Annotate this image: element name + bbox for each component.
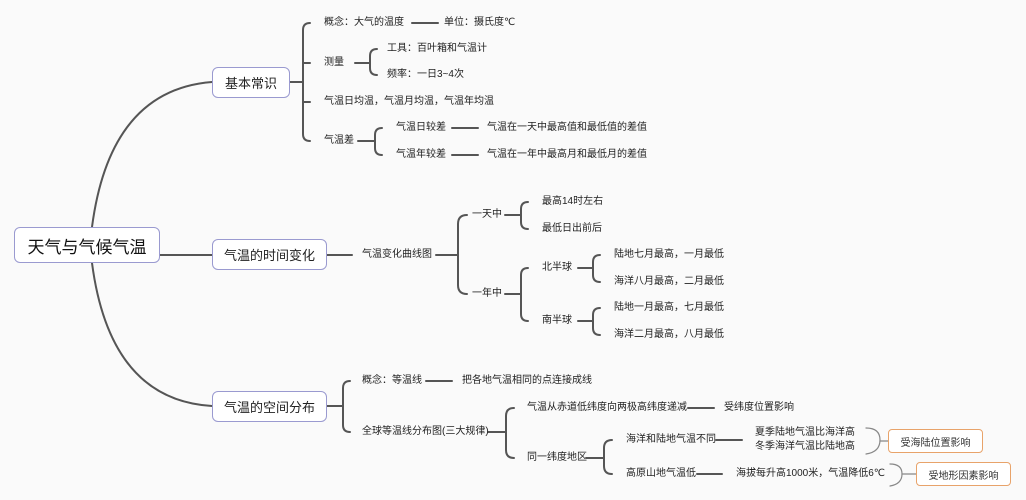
- topic-basic-knowledge[interactable]: 基本常识: [212, 67, 290, 98]
- node-global-map[interactable]: 全球等温线分布图(三大规律): [362, 426, 489, 437]
- topic-spatial-distribution[interactable]: 气温的空间分布: [212, 391, 327, 422]
- node-unit[interactable]: 单位：摄氏度℃: [444, 17, 516, 28]
- node-year[interactable]: 一年中: [472, 288, 502, 299]
- root-topic[interactable]: 天气与气候气温: [14, 227, 160, 263]
- node-tool[interactable]: 工具：百叶箱和气温计: [387, 43, 487, 54]
- node-daily-range[interactable]: 气温日较差: [396, 122, 446, 133]
- node-sea-land[interactable]: 海洋和陆地气温不同: [626, 434, 716, 445]
- node-latitude-rule[interactable]: 气温从赤道低纬度向两极高纬度递减: [527, 402, 687, 413]
- node-south[interactable]: 南半球: [542, 315, 572, 326]
- node-isotherm-def[interactable]: 把各地气温相同的点连接成线: [462, 375, 592, 386]
- node-latitude-factor[interactable]: 受纬度位置影响: [724, 402, 794, 413]
- node-plateau[interactable]: 高原山地气温低: [626, 468, 696, 479]
- node-frequency[interactable]: 频率：一日3~4次: [387, 69, 464, 80]
- note-terrain-factor[interactable]: 受地形因素影响: [916, 462, 1011, 486]
- node-isotherm[interactable]: 概念：等温线: [362, 375, 422, 386]
- node-same-latitude[interactable]: 同一纬度地区: [527, 452, 587, 463]
- node-annual-range[interactable]: 气温年较差: [396, 149, 446, 160]
- note-sea-land-position[interactable]: 受海陆位置影响: [888, 429, 983, 453]
- node-daily-range-def[interactable]: 气温在一天中最高值和最低值的差值: [487, 122, 647, 133]
- node-concept[interactable]: 概念：大气的温度: [324, 17, 404, 28]
- node-north-land[interactable]: 陆地七月最高，一月最低: [614, 249, 724, 260]
- node-measure[interactable]: 测量: [324, 57, 344, 68]
- node-curve[interactable]: 气温变化曲线图: [362, 249, 432, 260]
- node-south-ocean[interactable]: 海洋二月最高，八月最低: [614, 329, 724, 340]
- node-averages[interactable]: 气温日均温，气温月均温，气温年均温: [324, 96, 494, 107]
- node-range[interactable]: 气温差: [324, 135, 354, 146]
- node-south-land[interactable]: 陆地一月最高，七月最低: [614, 302, 724, 313]
- node-annual-range-def[interactable]: 气温在一年中最高月和最低月的差值: [487, 149, 647, 160]
- node-altitude[interactable]: 海拔每升高1000米，气温降低6℃: [736, 468, 886, 479]
- node-day-min[interactable]: 最低日出前后: [542, 223, 602, 234]
- node-day[interactable]: 一天中: [472, 209, 502, 220]
- node-winter[interactable]: 冬季海洋气温比陆地高: [755, 441, 855, 452]
- topic-time-variation[interactable]: 气温的时间变化: [212, 239, 327, 270]
- node-summer[interactable]: 夏季陆地气温比海洋高: [755, 427, 855, 438]
- node-day-max[interactable]: 最高14时左右: [542, 196, 604, 207]
- node-north-ocean[interactable]: 海洋八月最高，二月最低: [614, 276, 724, 287]
- node-north[interactable]: 北半球: [542, 262, 572, 273]
